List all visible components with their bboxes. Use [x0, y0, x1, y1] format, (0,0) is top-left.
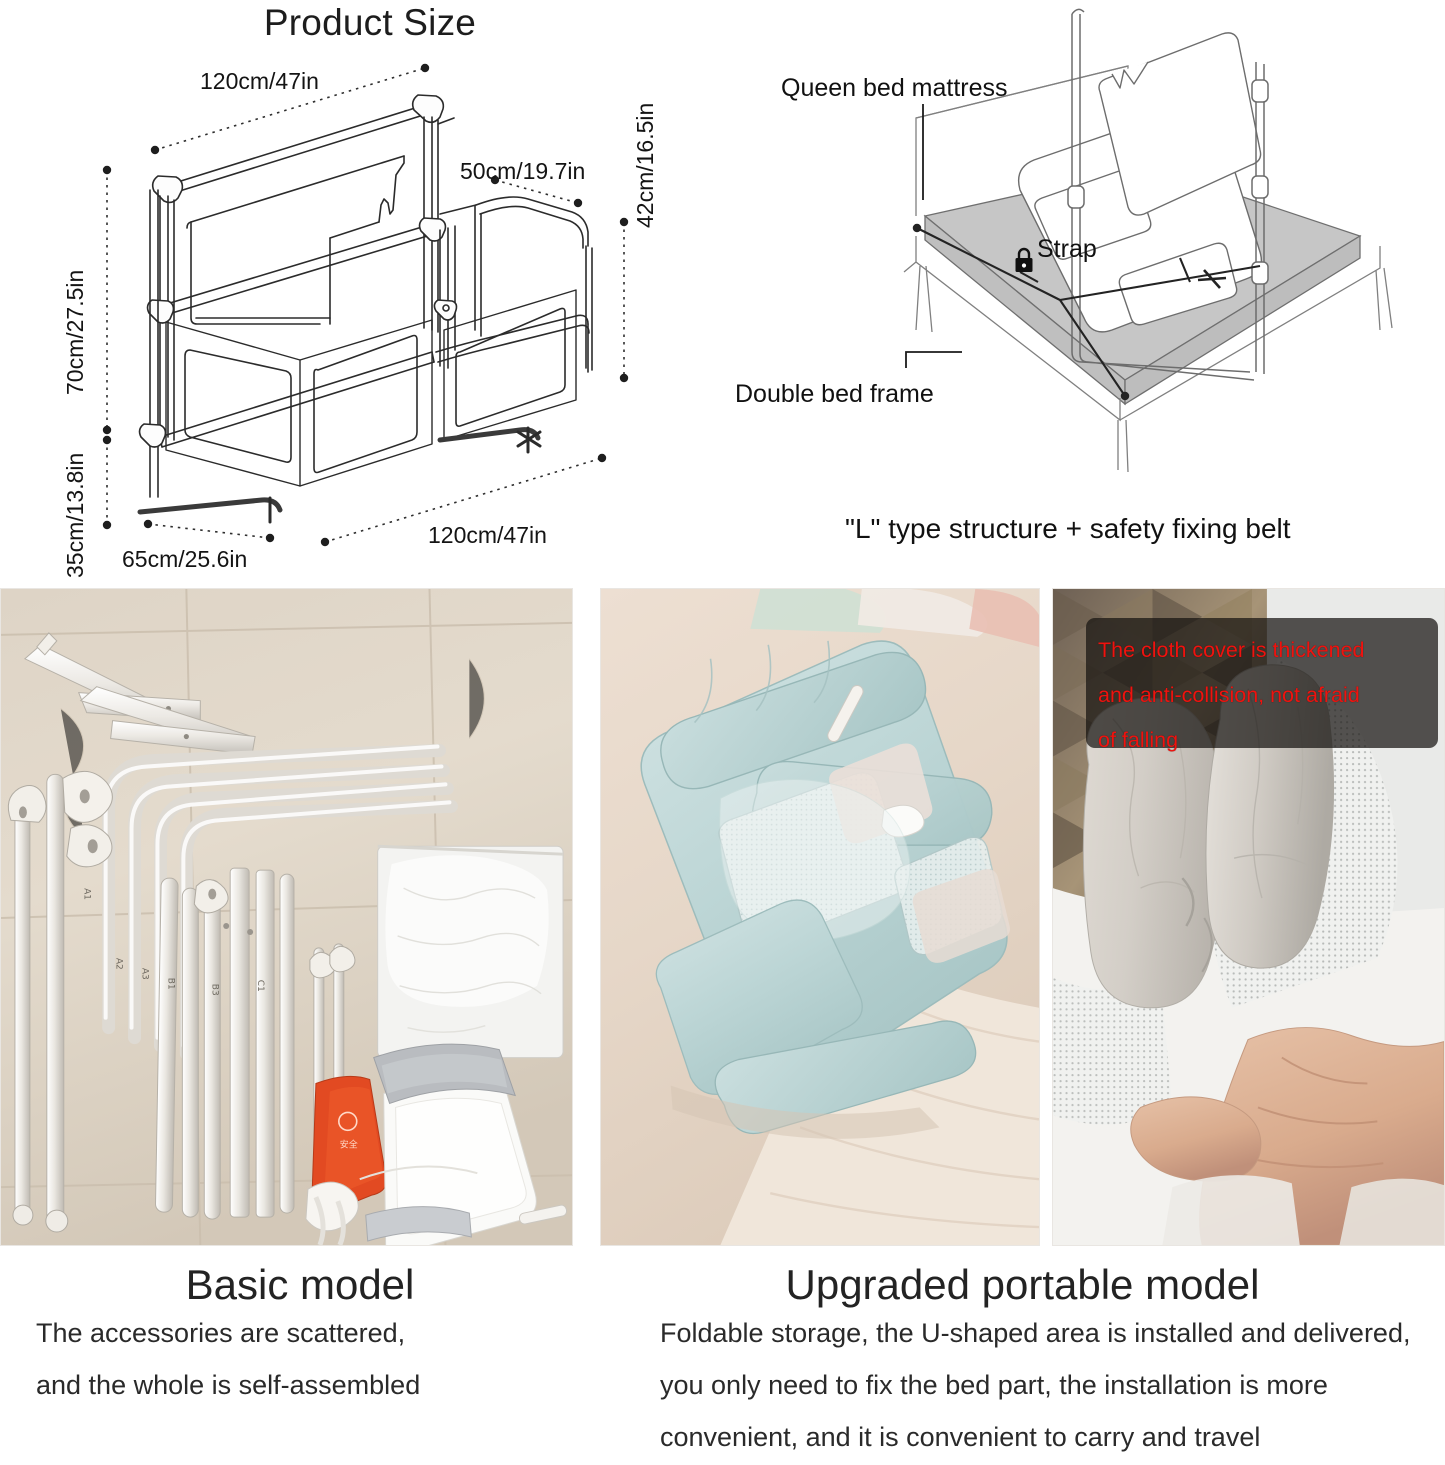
svg-text:B1: B1 — [165, 978, 175, 990]
upgraded-model-title: Upgraded portable model — [785, 1261, 1260, 1308]
padlock-icon — [1015, 247, 1033, 272]
cover-note-line-3: of falling — [1098, 728, 1179, 752]
label-strap: Strap — [1037, 235, 1097, 263]
dimension-base-width: 65cm/25.6in — [122, 546, 248, 572]
bassinet-line-drawing — [102, 63, 629, 547]
dimension-side-height: 42cm/16.5in — [632, 102, 658, 228]
svg-text:C1: C1 — [255, 980, 265, 992]
photo-basic-model-parts: A2 A3 B1 B3 C1 A1 安全 — [0, 588, 573, 1246]
basic-model-line-2: and the whole is self-assembled — [36, 1370, 421, 1401]
cover-note-line-1: The cloth cover is thickened — [1098, 638, 1365, 662]
svg-text:B3: B3 — [209, 984, 219, 996]
label-queen-bed-mattress: Queen bed mattress — [781, 74, 1008, 102]
dimension-lower-height: 35cm/13.8in — [62, 452, 88, 578]
label-double-bed-frame: Double bed frame — [735, 380, 934, 408]
cover-note-line-2: and anti-collision, not afraid — [1098, 683, 1360, 707]
dimension-depth: 50cm/19.7in — [460, 158, 586, 184]
dimension-top-width: 120cm/47in — [200, 68, 319, 94]
dimension-total-height: 70cm/27.5in — [62, 269, 88, 395]
basic-model-line-1: The accessories are scattered, — [36, 1318, 406, 1349]
upgraded-model-line-2: you only need to fix the bed part, the i… — [660, 1370, 1328, 1401]
cloth-cover-note: The cloth cover is thickened and anti-co… — [1086, 618, 1438, 752]
upgraded-model-line-3: convenient, and it is convenient to carr… — [660, 1422, 1261, 1453]
captions-row: Basic model The accessories are scattere… — [0, 1246, 1445, 1465]
upgraded-model-line-1: Foldable storage, the U-shaped area is i… — [660, 1318, 1411, 1349]
product-diagram-area: Product Size — [0, 0, 1445, 588]
basic-model-caption: Basic model The accessories are scattere… — [0, 1246, 600, 1411]
upgraded-model-caption: Upgraded portable model Foldable storage… — [600, 1246, 1445, 1463]
svg-text:安全: 安全 — [340, 1138, 358, 1150]
svg-text:A1: A1 — [82, 888, 92, 900]
photo-thickened-cloth-cover: The cloth cover is thickened and anti-co… — [1052, 588, 1445, 1246]
svg-text:A2: A2 — [114, 958, 124, 970]
svg-text:A3: A3 — [140, 968, 150, 980]
photo-row: A2 A3 B1 B3 C1 A1 安全 — [0, 588, 1445, 1246]
bed-installation-drawing — [903, 8, 1393, 473]
label-l-type-structure: "L" type structure + safety fixing belt — [845, 513, 1291, 544]
photo-upgraded-model-folded — [600, 588, 1040, 1246]
page-title: Product Size — [263, 2, 477, 43]
basic-model-title: Basic model — [185, 1261, 415, 1308]
dimension-bottom-length: 120cm/47in — [428, 522, 547, 548]
